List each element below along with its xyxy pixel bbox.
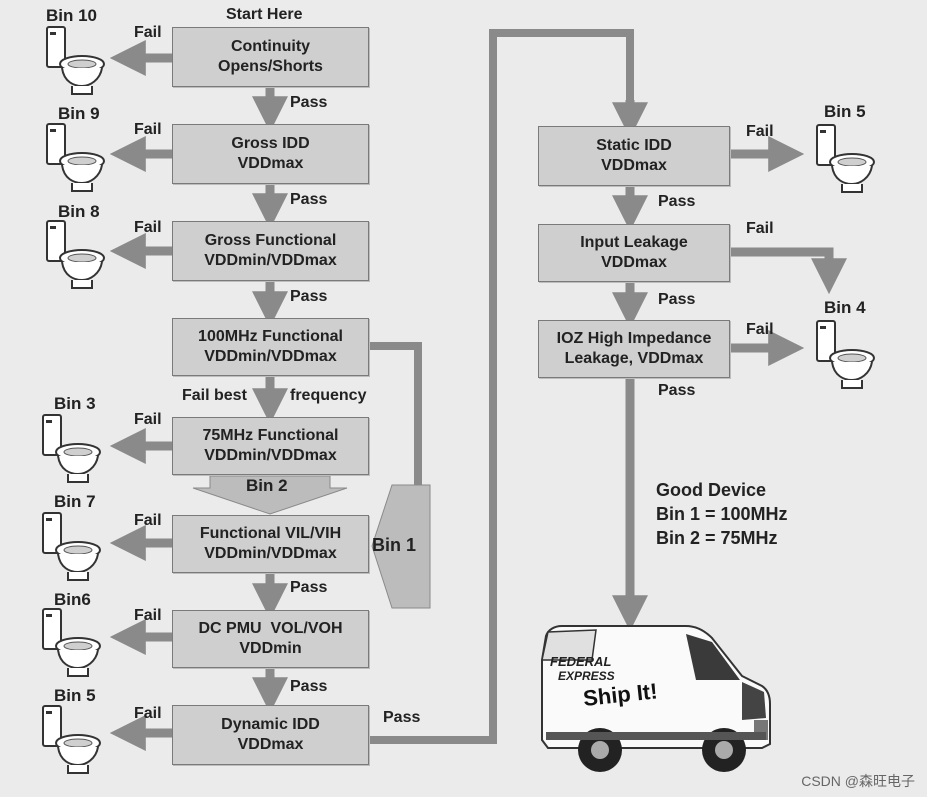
pass-connector <box>368 29 634 744</box>
gross-idd-box: Gross IDD VDDmax <box>172 124 369 184</box>
box-line-2: VDDmin/VDDmax <box>204 252 337 269</box>
75mhz-functional-box: 75MHz Functional VDDmin/VDDmax <box>172 417 369 475</box>
bin1-path <box>368 342 422 522</box>
toilet-icon <box>814 122 876 194</box>
bin7-label: Bin 7 <box>54 492 96 511</box>
input-leakage-box: Input Leakage VDDmax <box>538 224 730 282</box>
box-line-1: Gross Functional <box>204 232 337 249</box>
bin10-label: Bin 10 <box>46 6 98 25</box>
toilet-icon <box>814 318 876 390</box>
good-device-text: Good Device Bin 1 = 100MHz Bin 2 = 75MHz <box>656 478 788 550</box>
pass-label: Pass <box>658 291 696 308</box>
box-line-2: VDDmax <box>601 157 667 174</box>
pass-label: Pass <box>290 678 328 695</box>
vil-vih-box: Functional VIL/VIH VDDmin/VDDmax <box>172 515 369 573</box>
continuity-box: Continuity Opens/Shorts <box>172 27 369 87</box>
fail-label: Fail <box>746 123 774 140</box>
bin8-label: Bin 8 <box>58 202 100 221</box>
box-line-1: Functional VIL/VIH <box>199 525 342 542</box>
static-idd-box: Static IDD VDDmax <box>538 126 730 186</box>
box-line-1: 75MHz Functional <box>202 427 339 444</box>
ioz-box: IOZ High Impedance Leakage, VDDmax <box>538 320 730 378</box>
pass-label: Pass <box>290 288 328 305</box>
pass-label: Pass <box>658 382 696 399</box>
fail-label: Fail <box>134 121 162 138</box>
watermark: CSDN @森旺电子 <box>801 773 915 789</box>
toilet-icon <box>44 121 106 193</box>
fail-label: Fail <box>134 705 162 722</box>
box-line-1: Static IDD <box>596 137 672 154</box>
fail-best-label: Fail best <box>182 387 247 404</box>
bin5-right-label: Bin 5 <box>824 102 866 121</box>
box-line-2: VDDmax <box>601 254 667 271</box>
bin1-definition: Bin 1 = 100MHz <box>656 504 788 524</box>
box-line-2: VDDmin <box>239 640 302 657</box>
bin1-arrow <box>371 484 431 609</box>
bin2-arrow <box>192 475 348 515</box>
bin5-left-label: Bin 5 <box>54 686 96 705</box>
van-brand-line-1: FEDERAL <box>550 654 611 669</box>
box-line-2: Opens/Shorts <box>218 58 323 75</box>
pass-label: Pass <box>383 709 421 726</box>
box-line-2: VDDmax <box>237 155 304 172</box>
fail-arrow-input-leak <box>730 247 834 268</box>
toilet-icon <box>40 412 102 484</box>
bin2-definition: Bin 2 = 75MHz <box>656 528 778 548</box>
fail-label: Fail <box>746 321 774 338</box>
box-line-1: Dynamic IDD <box>221 716 320 733</box>
fail-label: Fail <box>134 219 162 236</box>
fail-label: Fail <box>134 24 162 41</box>
bin4-label: Bin 4 <box>824 298 866 317</box>
fail-label: Fail <box>134 411 162 428</box>
toilet-icon <box>40 510 102 582</box>
bin1-arrow-label: Bin 1 <box>372 535 417 555</box>
box-line-2: Leakage, VDDmax <box>564 350 704 367</box>
box-line-1: 100MHz Functional <box>198 328 343 345</box>
fail-label: Fail <box>746 220 774 237</box>
box-line-2: VDDmin/VDDmax <box>204 348 337 365</box>
gross-functional-box: Gross Functional VDDmin/VDDmax <box>172 221 369 281</box>
toilet-icon <box>40 606 102 678</box>
good-device-title: Good Device <box>656 480 767 500</box>
box-line-1: Continuity <box>230 38 311 55</box>
pass-label: Pass <box>290 191 328 208</box>
pass-label: Pass <box>290 579 328 596</box>
box-line-1: DC PMU VOL/VOH <box>198 620 343 637</box>
bin2-arrow-label: Bin 2 <box>246 476 288 495</box>
box-line-2: VDDmin/VDDmax <box>204 545 337 562</box>
toilet-icon <box>44 24 106 96</box>
frequency-label: frequency <box>290 387 367 404</box>
dynamic-idd-box: Dynamic IDD VDDmax <box>172 705 369 765</box>
bin3-label: Bin 3 <box>54 394 96 413</box>
fail-label: Fail <box>134 607 162 624</box>
dc-pmu-box: DC PMU VOL/VOH VDDmin <box>172 610 369 668</box>
pass-label: Pass <box>290 94 328 111</box>
box-line-1: IOZ High Impedance <box>556 330 712 347</box>
bin9-label: Bin 9 <box>58 104 100 123</box>
box-line-2: VDDmax <box>237 736 304 753</box>
box-line-1: Input Leakage <box>580 234 688 251</box>
100mhz-functional-box: 100MHz Functional VDDmin/VDDmax <box>172 318 369 376</box>
bin6-label: Bin6 <box>54 590 91 609</box>
toilet-icon <box>44 218 106 290</box>
box-line-2: VDDmin/VDDmax <box>204 447 337 464</box>
van-brand-line-2: EXPRESS <box>558 669 615 683</box>
delivery-van-illustration: FEDERAL EXPRESS Ship It! <box>541 625 771 772</box>
toilet-icon <box>40 703 102 775</box>
fail-label: Fail <box>134 512 162 529</box>
pass-label: Pass <box>658 193 696 210</box>
box-line-1: Gross IDD <box>231 135 310 152</box>
start-label: Start Here <box>226 6 303 23</box>
